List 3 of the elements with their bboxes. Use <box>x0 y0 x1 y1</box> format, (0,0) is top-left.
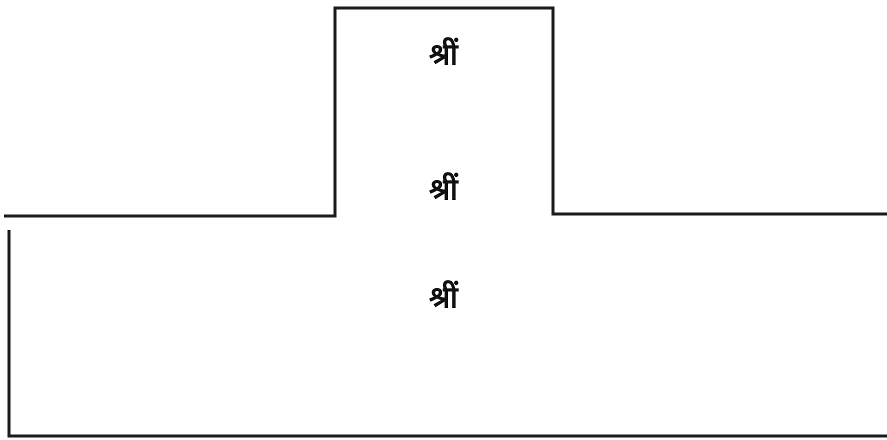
mantra-text: श्रीं <box>429 171 458 210</box>
mantra-text: श्रीं <box>429 36 458 74</box>
mantra-text: श्रीं <box>429 279 458 318</box>
